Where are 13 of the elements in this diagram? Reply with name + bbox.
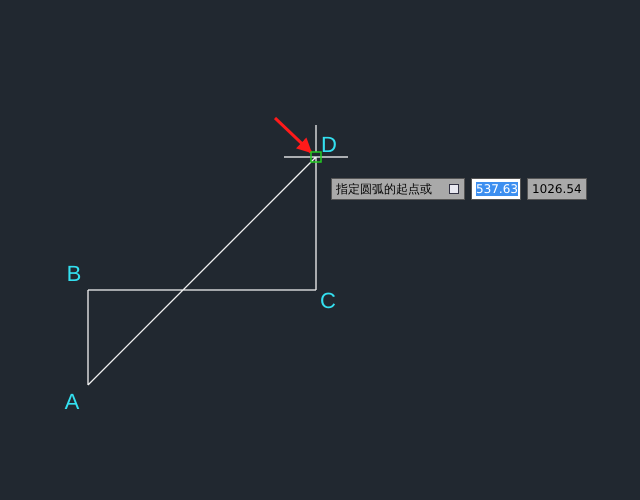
point-label: D bbox=[318, 133, 340, 157]
drawn-line bbox=[87, 290, 89, 385]
drawn-line bbox=[88, 156, 316, 386]
drawn-line bbox=[315, 157, 317, 290]
pointer-arrow bbox=[274, 116, 312, 154]
point-label: A bbox=[62, 390, 82, 414]
point-label: C bbox=[318, 289, 338, 313]
prompt-text: 指定圆弧的起点或 bbox=[336, 182, 432, 196]
input-field: 1026.54 bbox=[527, 178, 587, 200]
pickbox-marker bbox=[310, 151, 322, 163]
point-label: B bbox=[64, 262, 84, 286]
drawn-line bbox=[88, 289, 316, 291]
input-field: 537.63 bbox=[471, 178, 521, 200]
